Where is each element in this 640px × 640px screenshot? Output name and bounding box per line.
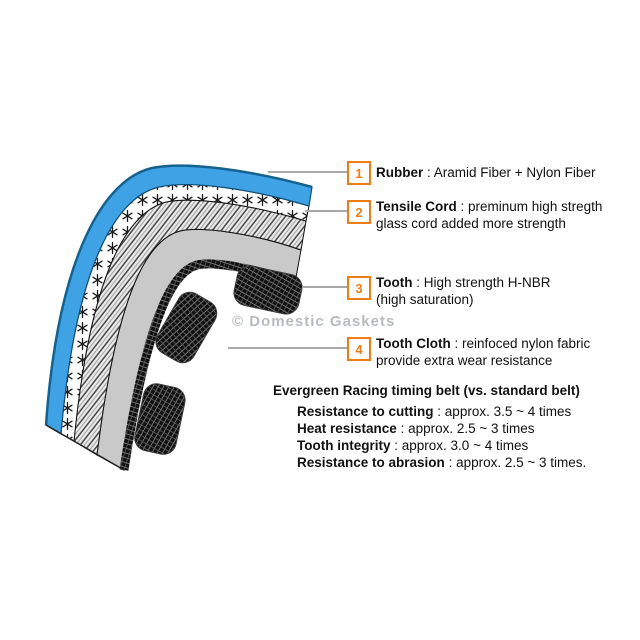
callout-label-tensile-cord: Tensile Cord : preminum high stregth gla… bbox=[376, 198, 628, 232]
callout-text-line: Tensile Cord : preminum high stregth bbox=[376, 199, 603, 214]
callout-text-line: provide extra wear resistance bbox=[376, 353, 553, 368]
comparison-block: Evergreen Racing timing belt (vs. standa… bbox=[273, 382, 623, 471]
comparison-items: Resistance to cutting : approx. 3.5 ~ 4 … bbox=[273, 403, 623, 471]
callout-line-2 bbox=[305, 210, 348, 212]
callout-number-4: 4 bbox=[347, 337, 371, 361]
callout-title: Tooth Cloth bbox=[376, 336, 451, 351]
belt-cut-edge bbox=[45, 424, 125, 471]
callout-text-line: (high saturation) bbox=[376, 292, 474, 307]
belt-outer-edge bbox=[44, 164, 313, 426]
teeth-tooth-cloth-layer bbox=[134, 265, 303, 455]
callout-title: Tooth bbox=[376, 275, 413, 290]
callout-line-1 bbox=[268, 171, 348, 173]
comparison-title: Evergreen Racing timing belt (vs. standa… bbox=[273, 383, 580, 398]
callout-label-tooth: Tooth : High strength H-NBR (high satura… bbox=[376, 274, 628, 308]
belt-tooth bbox=[155, 291, 218, 364]
comparison-item-abrasion: Resistance to abrasion : approx. 2.5 ~ 3… bbox=[297, 455, 587, 470]
callout-label-rubber: Rubber : Aramid Fiber + Nylon Fiber bbox=[376, 164, 628, 181]
callout-number-3: 3 bbox=[347, 276, 371, 300]
belt-tooth bbox=[233, 265, 303, 315]
comparison-item-integrity: Tooth integrity : approx. 3.0 ~ 4 times bbox=[297, 438, 529, 453]
callout-text-line: Tooth : High strength H-NBR bbox=[376, 275, 551, 290]
callout-number-1: 1 bbox=[347, 161, 371, 185]
callout-line-4 bbox=[228, 347, 348, 349]
callout-number-2: 2 bbox=[347, 200, 371, 224]
watermark: © Domestic Gaskets bbox=[232, 313, 396, 330]
callout-text-line: glass cord added more strength bbox=[376, 216, 566, 231]
callout-label-tooth-cloth: Tooth Cloth : reinfoced nylon fabric pro… bbox=[376, 335, 628, 369]
callout-title: Tensile Cord bbox=[376, 199, 457, 214]
comparison-item-cutting: Resistance to cutting : approx. 3.5 ~ 4 … bbox=[297, 404, 572, 419]
callout-text-line: Tooth Cloth : reinfoced nylon fabric bbox=[376, 336, 591, 351]
callout-text-line: Rubber : Aramid Fiber + Nylon Fiber bbox=[376, 165, 596, 180]
callout-line-3 bbox=[303, 286, 348, 288]
comparison-item-heat: Heat resistance : approx. 2.5 ~ 3 times bbox=[297, 421, 535, 436]
callout-title: Rubber bbox=[376, 165, 424, 180]
belt-tooth bbox=[134, 383, 186, 455]
